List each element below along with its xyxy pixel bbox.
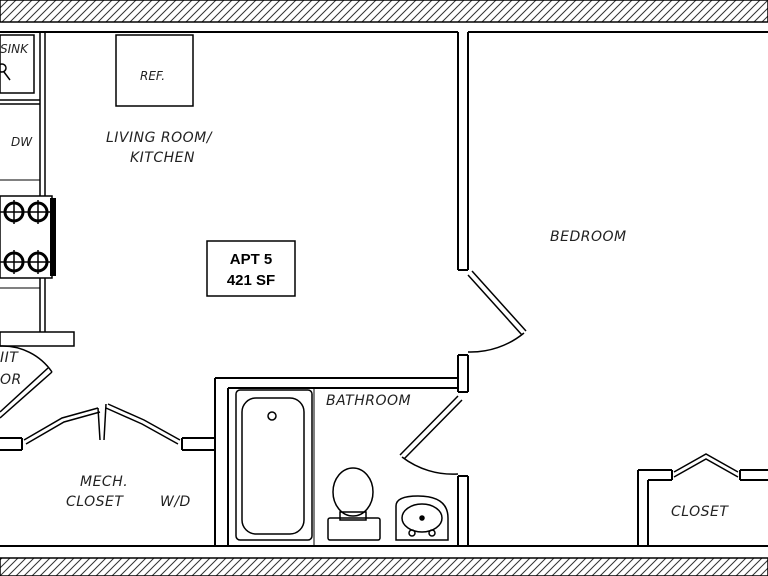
closet-bifold-door <box>673 453 739 478</box>
counter-end <box>0 331 75 347</box>
mech-closet-label-2: CLOSET <box>66 494 124 510</box>
partition-living-bedroom <box>457 32 469 392</box>
dishwasher-label: DW <box>11 135 33 149</box>
apartment-tag: APT 5 421 SF <box>206 240 296 297</box>
faucet-icon <box>0 63 11 81</box>
bathroom-walls <box>214 377 469 546</box>
washer-dryer-label: W/D <box>160 494 191 510</box>
refrigerator-label: REF. <box>140 69 165 83</box>
kitchen-label: KITCHEN <box>130 150 195 166</box>
exterior-wall-top <box>0 0 768 23</box>
mech-closet-bifold-door <box>23 403 181 445</box>
partial-label-1: IIT <box>0 350 19 366</box>
bathroom-label: BATHROOM <box>326 393 411 409</box>
bathroom-door <box>399 395 463 475</box>
apartment-area: 421 SF <box>227 272 275 289</box>
mech-closet-walls <box>0 437 215 451</box>
living-room-label: LIVING ROOM/ <box>106 130 213 146</box>
toilet-icon <box>327 467 381 541</box>
bathtub-icon <box>235 389 313 541</box>
range-burner-icon <box>0 195 56 279</box>
bedroom-door <box>467 270 527 353</box>
partial-label-2: OR <box>0 372 22 388</box>
sink-label: SINK <box>0 42 29 56</box>
closet-label: CLOSET <box>671 504 729 520</box>
apartment-name: APT 5 <box>230 251 273 268</box>
lavatory-icon <box>395 495 449 541</box>
exterior-wall-bottom <box>0 557 768 576</box>
bedroom-label: BEDROOM <box>550 229 627 245</box>
refrigerator: REF. <box>115 34 194 107</box>
partial-door-arc <box>0 345 53 419</box>
bedroom-closet-walls <box>637 469 768 546</box>
mech-closet-label-1: MECH. <box>80 474 128 490</box>
kitchen-sink: SINK <box>0 34 35 94</box>
